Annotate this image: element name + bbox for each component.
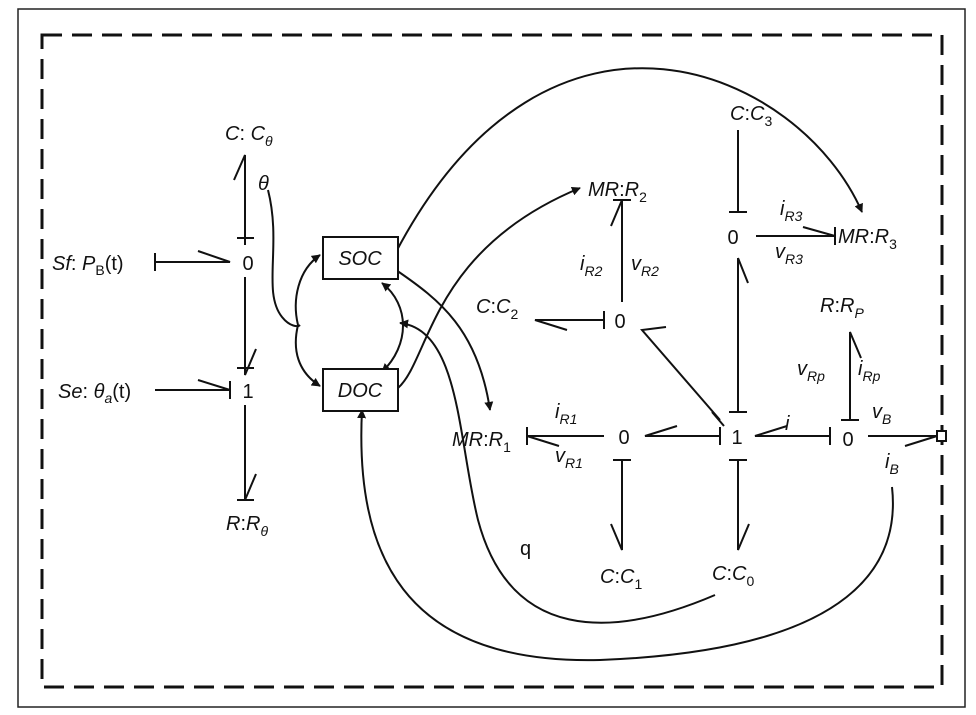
element-labels: Sf: PB(t) Se: θa(t) C: Cθ R:Rθ C:C3 MR:R… [52,103,897,592]
junction-1-left: 1 [242,381,253,403]
variable-labels: θ q i iR3 vR3 iR2 vR2 iR1 vR1 vRp iRp vB… [258,173,899,560]
var-q: q [520,538,531,560]
mr-r1-label: MR:R1 [452,429,511,455]
junction-0-right: 0 [842,429,853,451]
var-ir1: iR1 [555,401,577,427]
var-theta: θ [258,173,269,195]
bond-0r1-c1 [610,460,623,551]
var-ir2: iR2 [580,253,603,279]
bond-0right-rp [849,331,862,420]
c3-label: C:C3 [730,103,772,129]
bond-0-1 [244,277,257,376]
bond-sf-0 [155,250,231,263]
var-vrp: vRp [797,358,825,384]
var-ib: iB [885,451,899,477]
junction-0-r1: 0 [618,427,629,449]
bond-1-0r2 [640,326,721,421]
bond-se-1 [155,379,231,391]
sf-label: Sf: PB(t) [52,253,124,278]
bond-1-c0 [737,460,750,551]
bond-0-ctheta [233,154,246,245]
signal-theta [267,189,301,327]
var-ir3: iR3 [780,198,803,224]
c-theta-label: C: Cθ [225,123,273,149]
junction-1-center: 1 [731,427,742,449]
bonds [154,130,947,551]
junction-0-r3: 0 [727,227,738,249]
c1-label: C:C1 [600,566,642,592]
signal-to-soc [294,254,321,326]
signal-ib-doc [357,409,894,662]
mr-r3-label: MR:R3 [838,226,897,252]
c2-label: C:C2 [476,296,518,322]
bond-0r2-c2 [534,319,604,331]
var-vb: vB [872,401,891,427]
bond-0r1-mrr1 [526,435,604,447]
bond-1-rtheta [244,405,257,501]
junction-0-left: 0 [242,253,253,275]
system-boundary [40,33,944,689]
mr-r2-label: MR:R2 [588,179,647,205]
var-vr3: vR3 [775,241,803,267]
r-p-label: R:RP [820,295,864,321]
port-square [936,430,947,442]
outer-frame [17,8,966,708]
signal-doc-mrr2 [397,186,581,389]
signal-to-doc [294,324,321,387]
bond-0-mrr3 [756,226,836,237]
var-irp: iRp [858,358,881,384]
signal-c0-doc [399,319,716,624]
soc-block: SOC [322,236,399,280]
doc-block: DOC [322,368,399,412]
bond-0r2-mrr2 [610,199,623,302]
signal-soc-doc [381,282,404,373]
junction-0-r2: 0 [614,311,625,333]
signal-soc-mrr1 [395,269,494,411]
var-vr1: vR1 [555,445,583,471]
bond-0right-port [868,435,938,447]
var-vr2: vR2 [631,253,659,279]
c0-label: C:C0 [712,563,754,589]
junctions: 0 1 0 0 0 1 0 [242,227,853,451]
bond-0right-1 [754,425,830,437]
se-label: Se: θa(t) [58,381,131,406]
signal-curves [267,67,894,662]
r-theta-label: R:Rθ [226,513,268,539]
soc-label: SOC [338,248,382,270]
signal-soc-mrr3 [395,67,863,253]
var-i: i [785,413,790,435]
bond-1-0r1 [644,425,720,437]
doc-label: DOC [338,380,383,402]
